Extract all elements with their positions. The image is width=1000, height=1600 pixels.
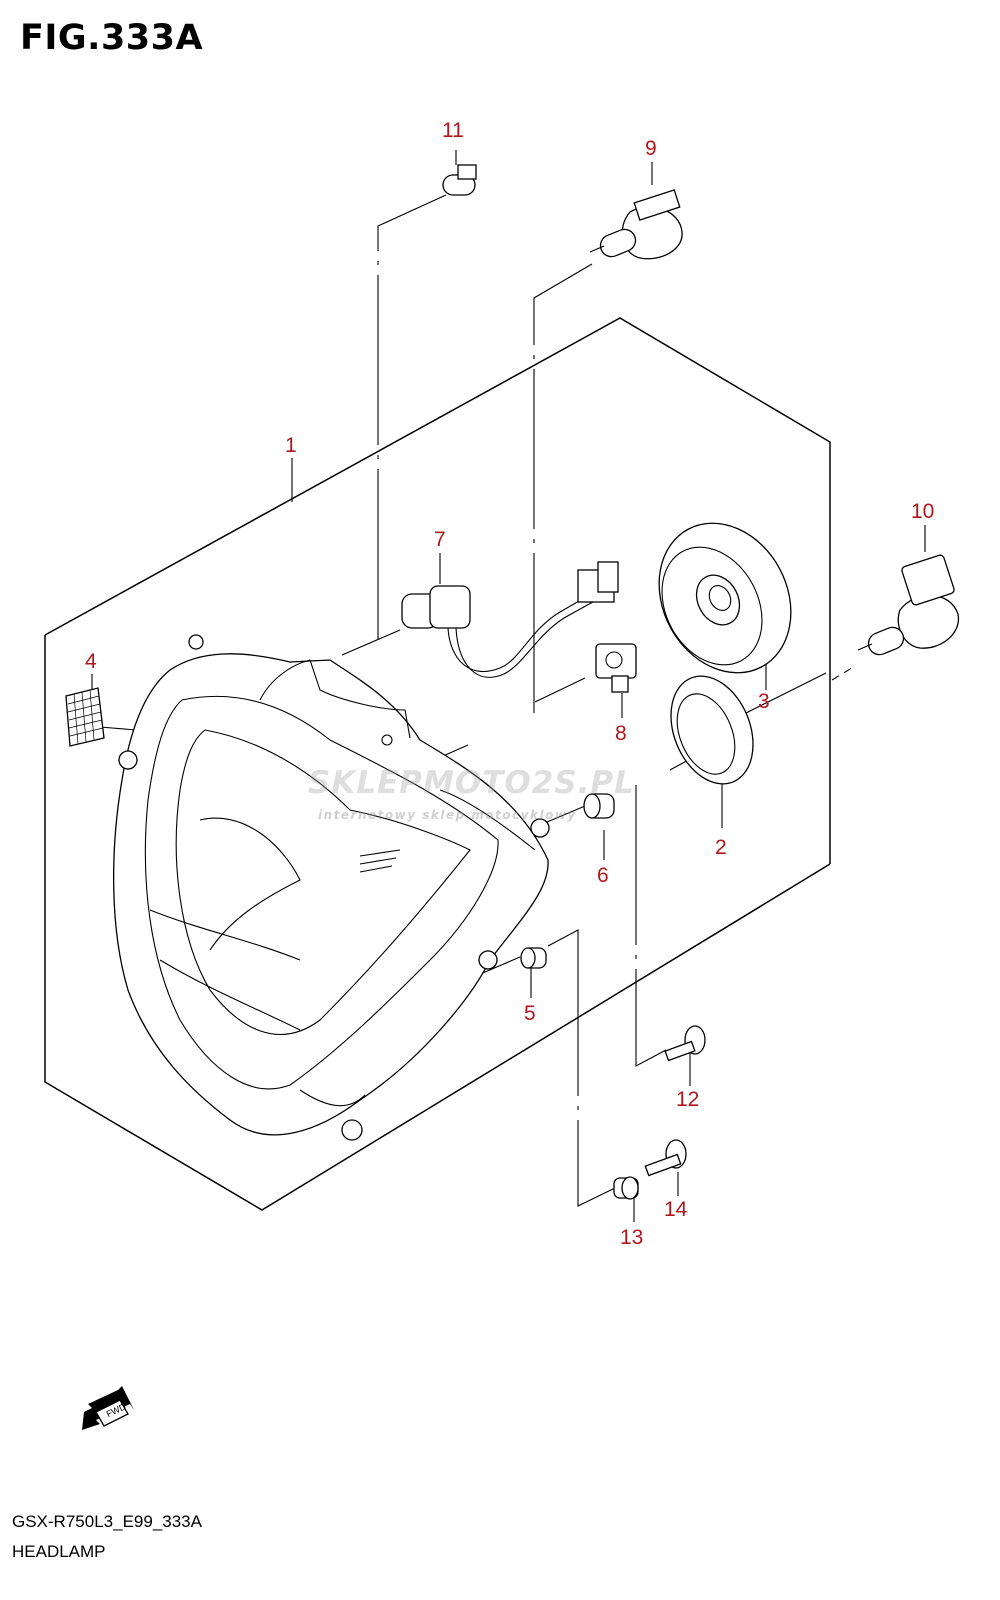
callout-10: 10: [911, 500, 934, 523]
callout-3: 3: [758, 690, 770, 713]
fwd-arrow-icon: FWD: [82, 1386, 134, 1430]
headlamp-housing: [112, 634, 550, 1141]
position-socket-part: [595, 643, 637, 693]
small-bulb-part: [442, 164, 477, 196]
socket-harness-part: [401, 561, 619, 678]
callout-labels: 1 2 3 4 5 6 7 8 9 10 11 12 13 14: [85, 119, 934, 1249]
callout-1: 1: [285, 434, 297, 457]
figure-title: FIG.333A: [20, 18, 204, 58]
callout-2: 2: [715, 836, 727, 859]
grommet-small-part: [520, 947, 547, 969]
callout-9: 9: [645, 137, 657, 160]
callout-4: 4: [85, 650, 97, 673]
watermark-tagline: internetowy sklep motocyklowy: [318, 808, 577, 822]
callout-14: 14: [664, 1198, 688, 1221]
nut-13-part: [613, 1176, 639, 1200]
section-name: HEADLAMP: [12, 1542, 106, 1561]
callout-12: 12: [676, 1088, 699, 1111]
assembly-box: [44, 317, 831, 1211]
reflector-part: [65, 687, 105, 747]
model-code: GSX-R750L3_E99_333A: [12, 1512, 202, 1531]
h4-bulb-part: [589, 189, 683, 260]
rear-cover-part: [658, 522, 792, 674]
callout-11: 11: [442, 119, 464, 142]
callout-6: 6: [597, 864, 609, 887]
grommet-large-part: [583, 793, 615, 819]
screw-12-part: [664, 1025, 706, 1062]
watermark-logo: SKLEPMOTO2S.PL: [308, 765, 635, 801]
callout-8: 8: [615, 722, 627, 745]
callout-13: 13: [620, 1226, 643, 1249]
hb3-bulb-part: [857, 554, 960, 656]
callout-7: 7: [434, 528, 446, 551]
leader-lines: [91, 150, 926, 1222]
callout-5: 5: [524, 1002, 536, 1025]
seal-ring-part: [670, 675, 754, 785]
screw-14-part: [644, 1139, 687, 1177]
